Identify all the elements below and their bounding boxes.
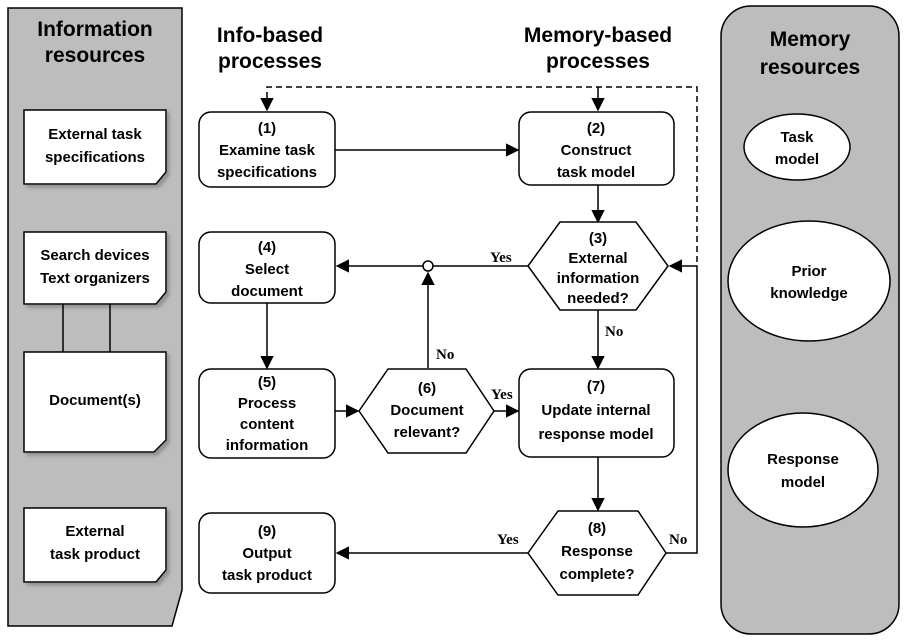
node-number: (2) xyxy=(587,120,605,137)
memory-panel-title-2: resources xyxy=(760,56,860,79)
node-1-examine-task: (1) Examine task specifications xyxy=(198,111,336,188)
node-label: specifications xyxy=(217,164,317,181)
node-label: Examine task xyxy=(219,142,316,159)
node-4-select-document: (4) Select document xyxy=(198,231,336,304)
node-label: Output xyxy=(242,545,291,562)
node-label: information xyxy=(557,270,640,287)
external-task-specifications-doc: External task specifications xyxy=(23,109,167,185)
node-2-construct-task-model: (2) Construct task model xyxy=(518,111,675,186)
node-label: Select xyxy=(245,261,289,278)
node-number: (5) xyxy=(258,374,276,391)
node-number: (7) xyxy=(587,378,605,395)
node-label: information xyxy=(226,437,309,454)
node-label: Construct xyxy=(561,142,632,159)
info-based-header-2: processes xyxy=(218,50,322,73)
node-9-output-task-product: (9) Output task product xyxy=(198,512,336,594)
edge-label-yes-3: Yes xyxy=(490,250,512,266)
ellipse-label: knowledge xyxy=(770,285,848,302)
node-label: External xyxy=(568,250,627,267)
node-5-process-content: (5) Process content information xyxy=(198,368,336,459)
node-label: Process xyxy=(238,395,296,412)
node-number: (1) xyxy=(258,120,276,137)
info-based-header-1: Info-based xyxy=(217,24,323,47)
doc-label: External xyxy=(65,523,124,540)
ellipse-label: Prior xyxy=(791,263,826,280)
edge-label-no-6: No xyxy=(436,347,454,363)
doc-label: Document(s) xyxy=(49,392,141,409)
node-7-update-response-model: (7) Update internal response model xyxy=(518,368,675,458)
info-panel-title-2: resources xyxy=(45,44,145,67)
node-label: response model xyxy=(538,426,653,443)
dashed-feedback-arrow xyxy=(260,86,698,262)
node-label: task product xyxy=(222,567,312,584)
memory-based-header-1: Memory-based xyxy=(524,24,672,47)
arrow-8-no xyxy=(666,259,698,554)
node-label: task model xyxy=(557,164,635,181)
node-number: (3) xyxy=(589,230,607,247)
doc-label: External task xyxy=(48,126,142,143)
doc-label: specifications xyxy=(45,149,145,166)
doc-label: Text organizers xyxy=(40,270,150,287)
memory-panel-title-1: Memory xyxy=(770,28,851,51)
ellipse-label: Response xyxy=(767,451,839,468)
memory-resources-panel: Memory resources Task model Prior knowle… xyxy=(720,5,900,635)
edge-label-yes-6: Yes xyxy=(491,387,513,403)
external-task-product-doc: External task product xyxy=(23,507,167,583)
documents-doc: Document(s) xyxy=(23,351,167,453)
ellipse-label: Task xyxy=(780,129,814,146)
connectors xyxy=(260,86,698,560)
node-6-document-relevant: (6) Document relevant? xyxy=(358,368,495,454)
memory-based-header-2: processes xyxy=(546,50,650,73)
node-label: relevant? xyxy=(394,424,461,441)
edge-label-no-3: No xyxy=(605,324,623,340)
response-model-ellipse: Response model xyxy=(727,412,879,528)
prior-knowledge-ellipse: Prior knowledge xyxy=(727,220,891,342)
node-label: complete? xyxy=(559,566,634,583)
junction-node xyxy=(422,260,434,272)
node-label: content xyxy=(240,416,294,433)
node-3-external-info-needed: (3) External information needed? xyxy=(527,221,669,311)
node-8-response-complete: (8) Response complete? xyxy=(527,510,667,596)
doc-label: Search devices xyxy=(40,247,149,264)
node-number: (8) xyxy=(588,520,606,537)
node-label: Response xyxy=(561,543,633,560)
node-number: (9) xyxy=(258,523,276,540)
ellipse-label: model xyxy=(781,474,825,491)
node-number: (4) xyxy=(258,239,276,256)
doc-label: task product xyxy=(50,546,140,563)
task-model-ellipse: Task model xyxy=(743,113,851,181)
node-label: Update internal xyxy=(541,402,650,419)
search-devices-doc: Search devices Text organizers xyxy=(23,231,167,305)
node-label: document xyxy=(231,283,303,300)
node-label: Document xyxy=(390,402,463,419)
ellipse-label: model xyxy=(775,151,819,168)
node-number: (6) xyxy=(418,380,436,397)
node-label: needed? xyxy=(567,290,629,307)
edge-label-no-8: No xyxy=(669,532,687,548)
edge-label-yes-8: Yes xyxy=(497,532,519,548)
info-panel-title-1: Information xyxy=(37,18,153,41)
information-resources-panel: Information resources External task spec… xyxy=(7,7,183,627)
